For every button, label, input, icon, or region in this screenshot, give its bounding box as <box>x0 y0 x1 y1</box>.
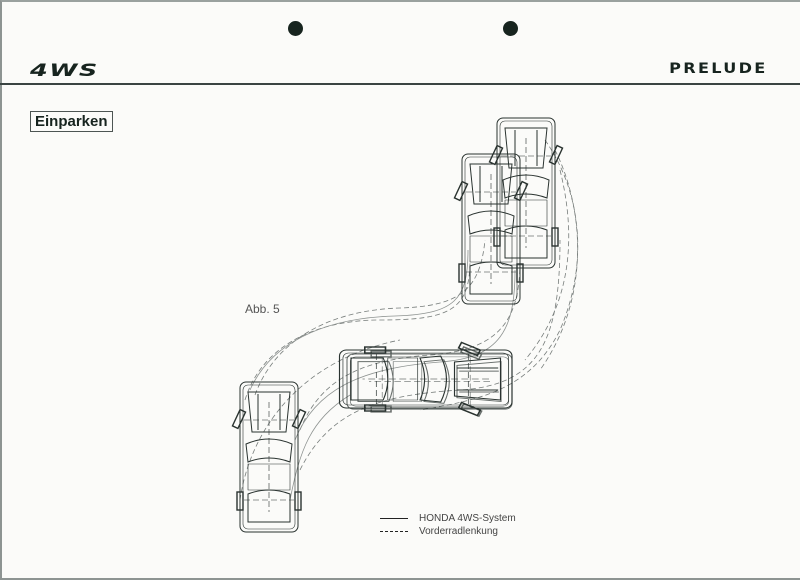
car-final-alt <box>488 117 564 269</box>
dashed-line-swatch <box>380 531 408 532</box>
header-divider <box>0 83 800 85</box>
figure-label: Abb. 5 <box>245 302 280 316</box>
car-final <box>453 153 529 305</box>
legend-item-4ws: HONDA 4WS-System <box>380 512 516 525</box>
car-start <box>231 381 307 533</box>
legend-label: Vorderradlenkung <box>419 526 498 537</box>
solid-line-swatch <box>380 518 408 519</box>
section-title: Einparken <box>30 111 113 132</box>
legend-item-front-steer: Vorderradlenkung <box>380 525 516 538</box>
punch-hole-right <box>503 21 518 36</box>
punch-hole-left <box>288 21 303 36</box>
logo-prelude: PRELUDE <box>669 61 768 77</box>
legend: HONDA 4WS-System Vorderradlenkung <box>380 512 516 538</box>
logo-4ws: 4WS <box>30 61 99 81</box>
legend-label: HONDA 4WS-System <box>419 513 516 524</box>
